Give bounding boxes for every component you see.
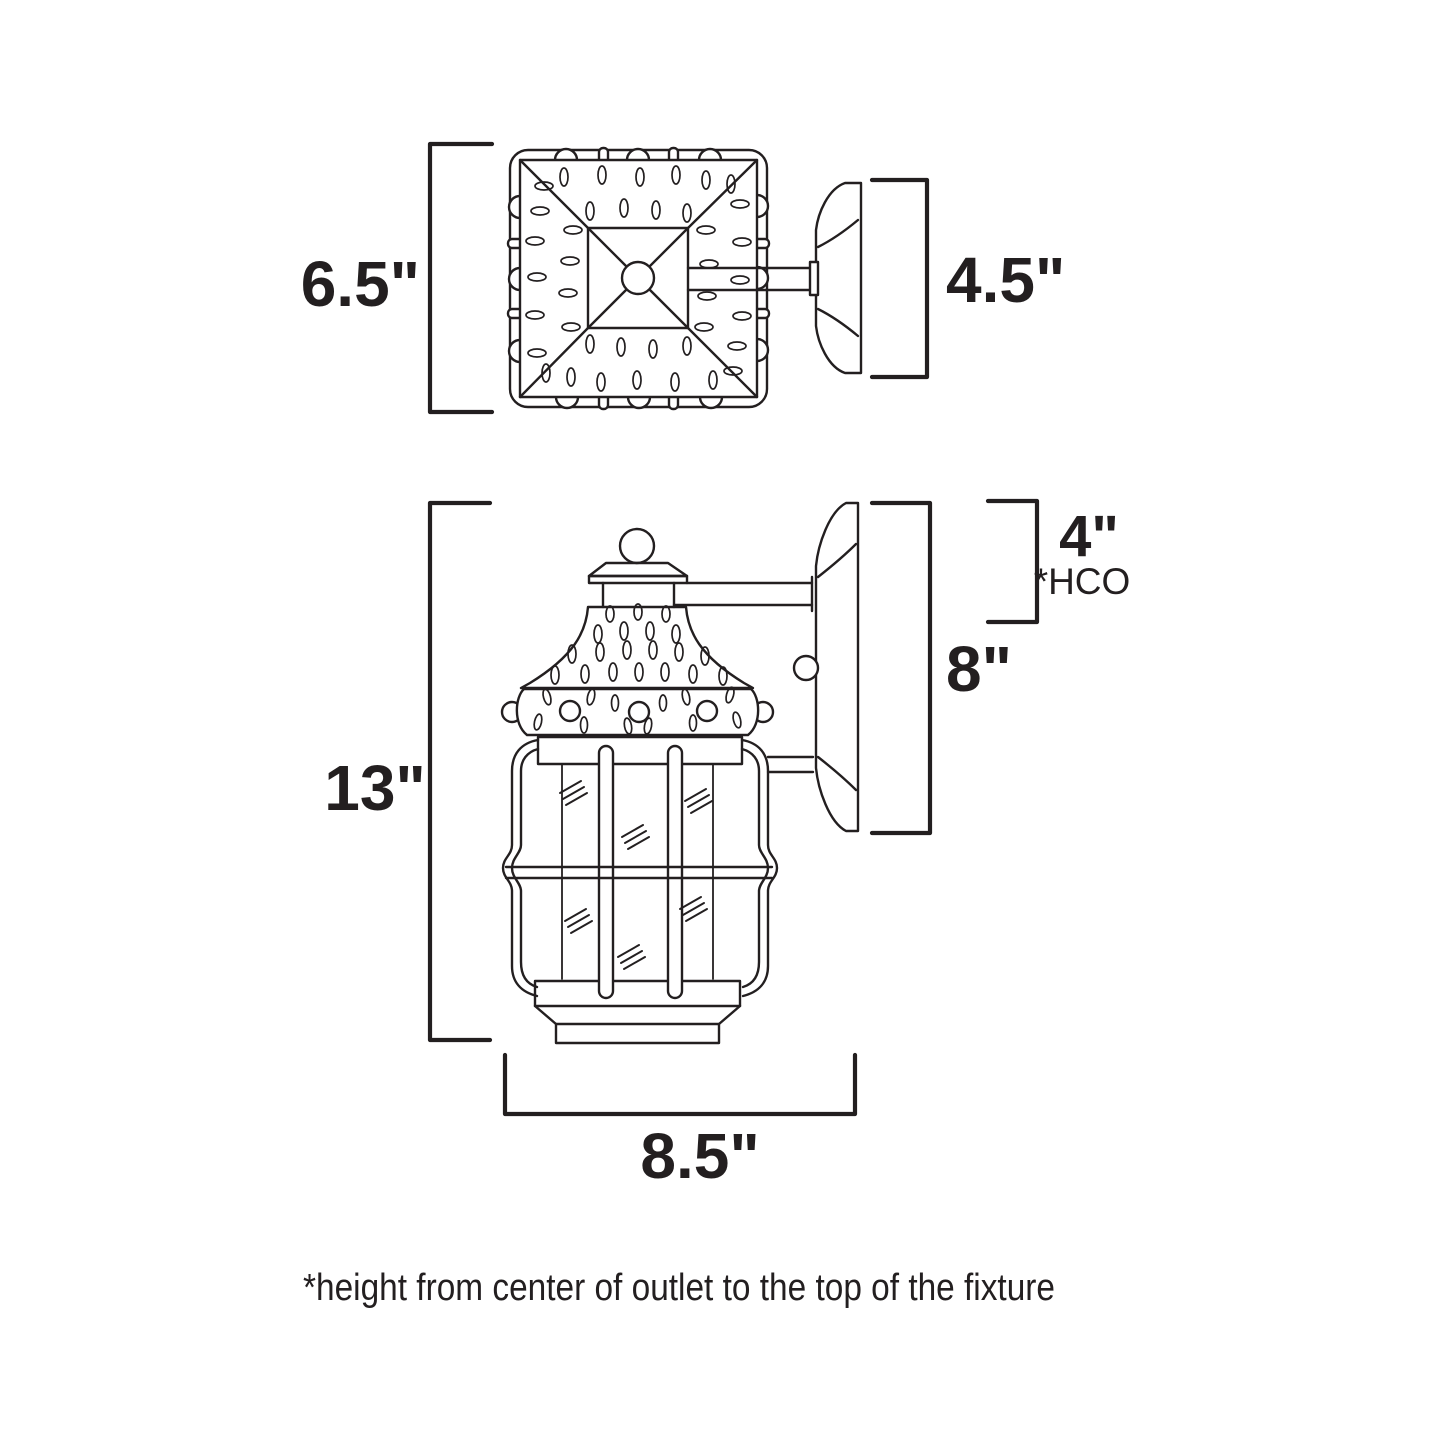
cage-bottom-ring — [533, 979, 742, 1008]
roof-inner-square — [586, 226, 690, 330]
footnote: *height from center of outlet to the top… — [303, 1267, 1055, 1309]
mount-arm-lower — [766, 755, 815, 774]
guard-bar-left — [597, 744, 615, 1000]
top-view — [427, 141, 930, 415]
width-bracket — [502, 1052, 858, 1117]
side-view-height-bracket — [427, 500, 493, 1043]
wall-canopy-top-view — [814, 181, 863, 375]
cage-top-ring — [536, 735, 744, 766]
backplate-height-label: 8" — [946, 633, 1012, 705]
hco-height-label: 4" — [1059, 504, 1119, 569]
side-view-height-label: 13" — [324, 752, 426, 824]
side-view — [427, 498, 1040, 1117]
top-view-height-bracket — [427, 141, 495, 415]
hco-bracket — [985, 498, 1040, 625]
hood — [519, 603, 755, 690]
mount-arm-upper — [672, 575, 814, 613]
neck — [601, 581, 676, 609]
top-view-height-label: 6.5" — [301, 248, 420, 320]
guard-bar-right — [666, 744, 684, 1000]
roof-hip-lines — [518, 158, 759, 399]
finial-ball — [618, 527, 656, 565]
top-view-depth-bracket — [869, 177, 930, 380]
backplate-height-bracket — [869, 500, 933, 836]
guard-ring — [504, 865, 774, 880]
top-view-fixture — [506, 146, 863, 411]
hood-perforations — [550, 603, 728, 686]
stud-band — [500, 686, 775, 737]
arm-canopy-joint — [808, 260, 820, 297]
roof-finial-top-view — [620, 260, 656, 296]
side-view-fixture — [500, 501, 860, 1045]
hco-abbr-label: *HCO — [1034, 561, 1131, 602]
top-view-depth-label: 4.5" — [946, 244, 1065, 316]
cage — [501, 735, 779, 1008]
canopy-screw — [792, 654, 820, 682]
band-perforations — [533, 686, 742, 735]
side-view-width-label: 8.5" — [640, 1120, 759, 1192]
base — [533, 1004, 742, 1045]
finial-cap — [587, 561, 689, 585]
mount-arm-top-view — [686, 266, 816, 292]
wall-canopy-side-view — [792, 501, 860, 833]
glass-reflections — [559, 780, 713, 970]
